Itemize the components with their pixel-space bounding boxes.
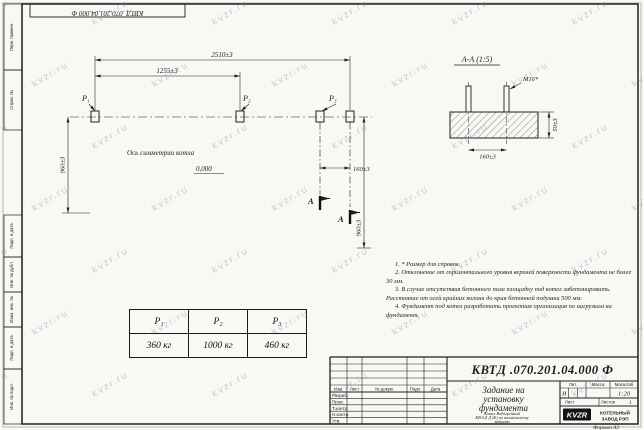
sheets-value: 1 [629, 400, 632, 406]
dim-total-label: 2510±3 [211, 51, 233, 59]
company-logo [563, 408, 591, 421]
margin-label: Взам. инв. № [9, 296, 14, 323]
lit-label: Лит. [569, 382, 577, 387]
margin-label: Подп. и дата [9, 335, 14, 361]
load-value-p3: 460 кг [247, 333, 307, 358]
row-utv: Утв. [332, 419, 341, 424]
revision-header: Изм. Лист № докум. Подп. Дата [334, 387, 441, 392]
anchor-bolt [503, 85, 510, 113]
load-table-header-row: Р₁ Р₂ Р₃ [129, 309, 307, 334]
column-3 [315, 110, 325, 123]
margin-label: Справ. № [9, 90, 14, 110]
anchor-bolt [465, 85, 472, 113]
mass-label: Масса [592, 382, 605, 387]
doc-title-line: установку [482, 394, 523, 404]
company-name-line: ЗАВОД РЭП [601, 417, 628, 422]
col-dokum: № докум. [375, 387, 394, 392]
leader-p3 [321, 103, 337, 112]
section-view: А-А (1:5) М16* 160±3 50±3 [449, 55, 559, 161]
sheet-label: Лист [565, 400, 574, 405]
title-block-grid [329, 356, 638, 424]
signature-rows: Разраб. Пров. Т.контр. Н.контр. Утв. [332, 393, 349, 424]
top-stamp-designation: КВТД .070.201.04.000 Ф [71, 9, 144, 17]
product-name: Котел Водогрейный КВ-0,8 Д (К) по технич… [474, 411, 528, 424]
section-letter: А [337, 214, 344, 224]
load-value-p2: 1000 кг [188, 333, 248, 358]
column-1 [90, 110, 100, 123]
note-3: 3. В случае отсутствия бетонного пола пл… [386, 286, 611, 302]
left-margin-boxes [3, 3, 23, 425]
sheets-label: Листов [601, 400, 616, 405]
lit-value: И [561, 392, 567, 398]
product-line: Котел Водогрейный [483, 411, 521, 416]
bolt-leader [509, 82, 522, 90]
notes-block: 1. * Размер для справок. 2. Отклонение о… [386, 261, 636, 320]
left-margin-labels: Перв. примен. Справ. № Подп. и дата Инв.… [9, 23, 14, 410]
load-table-value-row: 360 кг 1000 кг 460 кг [129, 333, 307, 358]
column-4 [345, 110, 355, 123]
company-logo-text: KVZR [567, 411, 588, 420]
load-point-p3: Р₃ [328, 94, 337, 103]
concrete-foundation-section [449, 111, 539, 139]
bolt-size-label: М16* [522, 76, 539, 83]
margin-label: Инв. № дубл. [9, 261, 14, 288]
level-mark: 0,000 [196, 165, 212, 173]
top-stamp-box [29, 3, 186, 18]
leader-p2 [240, 103, 250, 112]
foundation-columns [90, 110, 355, 123]
height-extension-lines [539, 111, 554, 139]
doc-title-line: фундамента [479, 403, 528, 413]
col-izm: Изм. [334, 387, 343, 392]
row-tkontr: Т.контр. [332, 406, 348, 411]
scale-label: Масштаб [615, 382, 634, 387]
load-point-p2: Р₂ [242, 94, 251, 103]
load-value-p1: 360 кг [129, 333, 189, 358]
section-letter: А [307, 196, 314, 206]
col-list: Лист [350, 387, 359, 392]
note-1: 1. * Размер для справок. [395, 261, 461, 268]
dim-right-vert-label: 960±3 [356, 219, 363, 236]
dim-height-label: 50±3 [552, 118, 559, 132]
dim-pair-label: 160±3 [353, 166, 370, 173]
product-line: КВ-0,8 Д (К) по техническому [474, 415, 528, 421]
margin-label: Перв. примен. [9, 23, 14, 52]
load-point-p1: Р₁ [81, 94, 90, 103]
load-table: Р₁ Р₂ Р₃ 360 кг 1000 кг 460 кг [129, 309, 307, 358]
product-line: заданию [493, 419, 509, 424]
leader-p1 [88, 103, 96, 112]
load-header-p2: Р₂ [188, 309, 248, 334]
company-name-line: КОТЕЛЬНЫЙ [600, 409, 630, 416]
extension-lines [62, 56, 371, 249]
title-block-designation: КВТД .070.201.04.000 Ф [471, 363, 614, 377]
scale-value: 1:20 [618, 391, 631, 398]
section-cut-traces [319, 122, 351, 207]
load-header-p1: Р₁ [129, 309, 189, 334]
company-name: КОТЕЛЬНЫЙ ЗАВОД РЭП [600, 409, 630, 422]
row-prov: Пров. [332, 399, 344, 404]
column-2 [235, 110, 245, 123]
row-razrab: Разраб. [332, 393, 348, 398]
col-podp: Подп. [410, 387, 421, 392]
doc-title-line: Задание на [482, 385, 525, 395]
load-header-p3: Р₃ [247, 309, 307, 334]
margin-label: Подп. и дата [9, 223, 14, 249]
margin-label: Инв. № подл. [9, 383, 14, 410]
dim-bolt-spacing-label: 160±3 [479, 154, 496, 161]
title-block: КВТД .070.201.04.000 Ф Изм. Лист № докум… [329, 356, 638, 424]
axis-label: Ось симметрии котла [127, 149, 195, 157]
plan-view: 2510±3 1255±3 Р₁ Р₂ Р₃ Ось симметрии кот… [60, 51, 372, 249]
note-4: 4. Фундамент под котел разработать проек… [386, 303, 612, 319]
document-title: Задание на установку фундамента [479, 385, 528, 413]
section-marks: А А [307, 196, 360, 224]
lit-mass-scale-header: Лит. Масса Масштаб [569, 382, 634, 387]
col-data: Дата [431, 387, 441, 392]
format-label: Формат А3 [593, 425, 619, 430]
dim-half-label: 1255±3 [156, 67, 178, 75]
section-title: А-А (1:5) [461, 55, 493, 64]
row-nkontr: Н.контр. [332, 412, 349, 417]
note-2: 2. Отклонение от горизонтального уровня … [386, 269, 632, 285]
dim-left-vert-label: 960±3 [60, 156, 67, 173]
